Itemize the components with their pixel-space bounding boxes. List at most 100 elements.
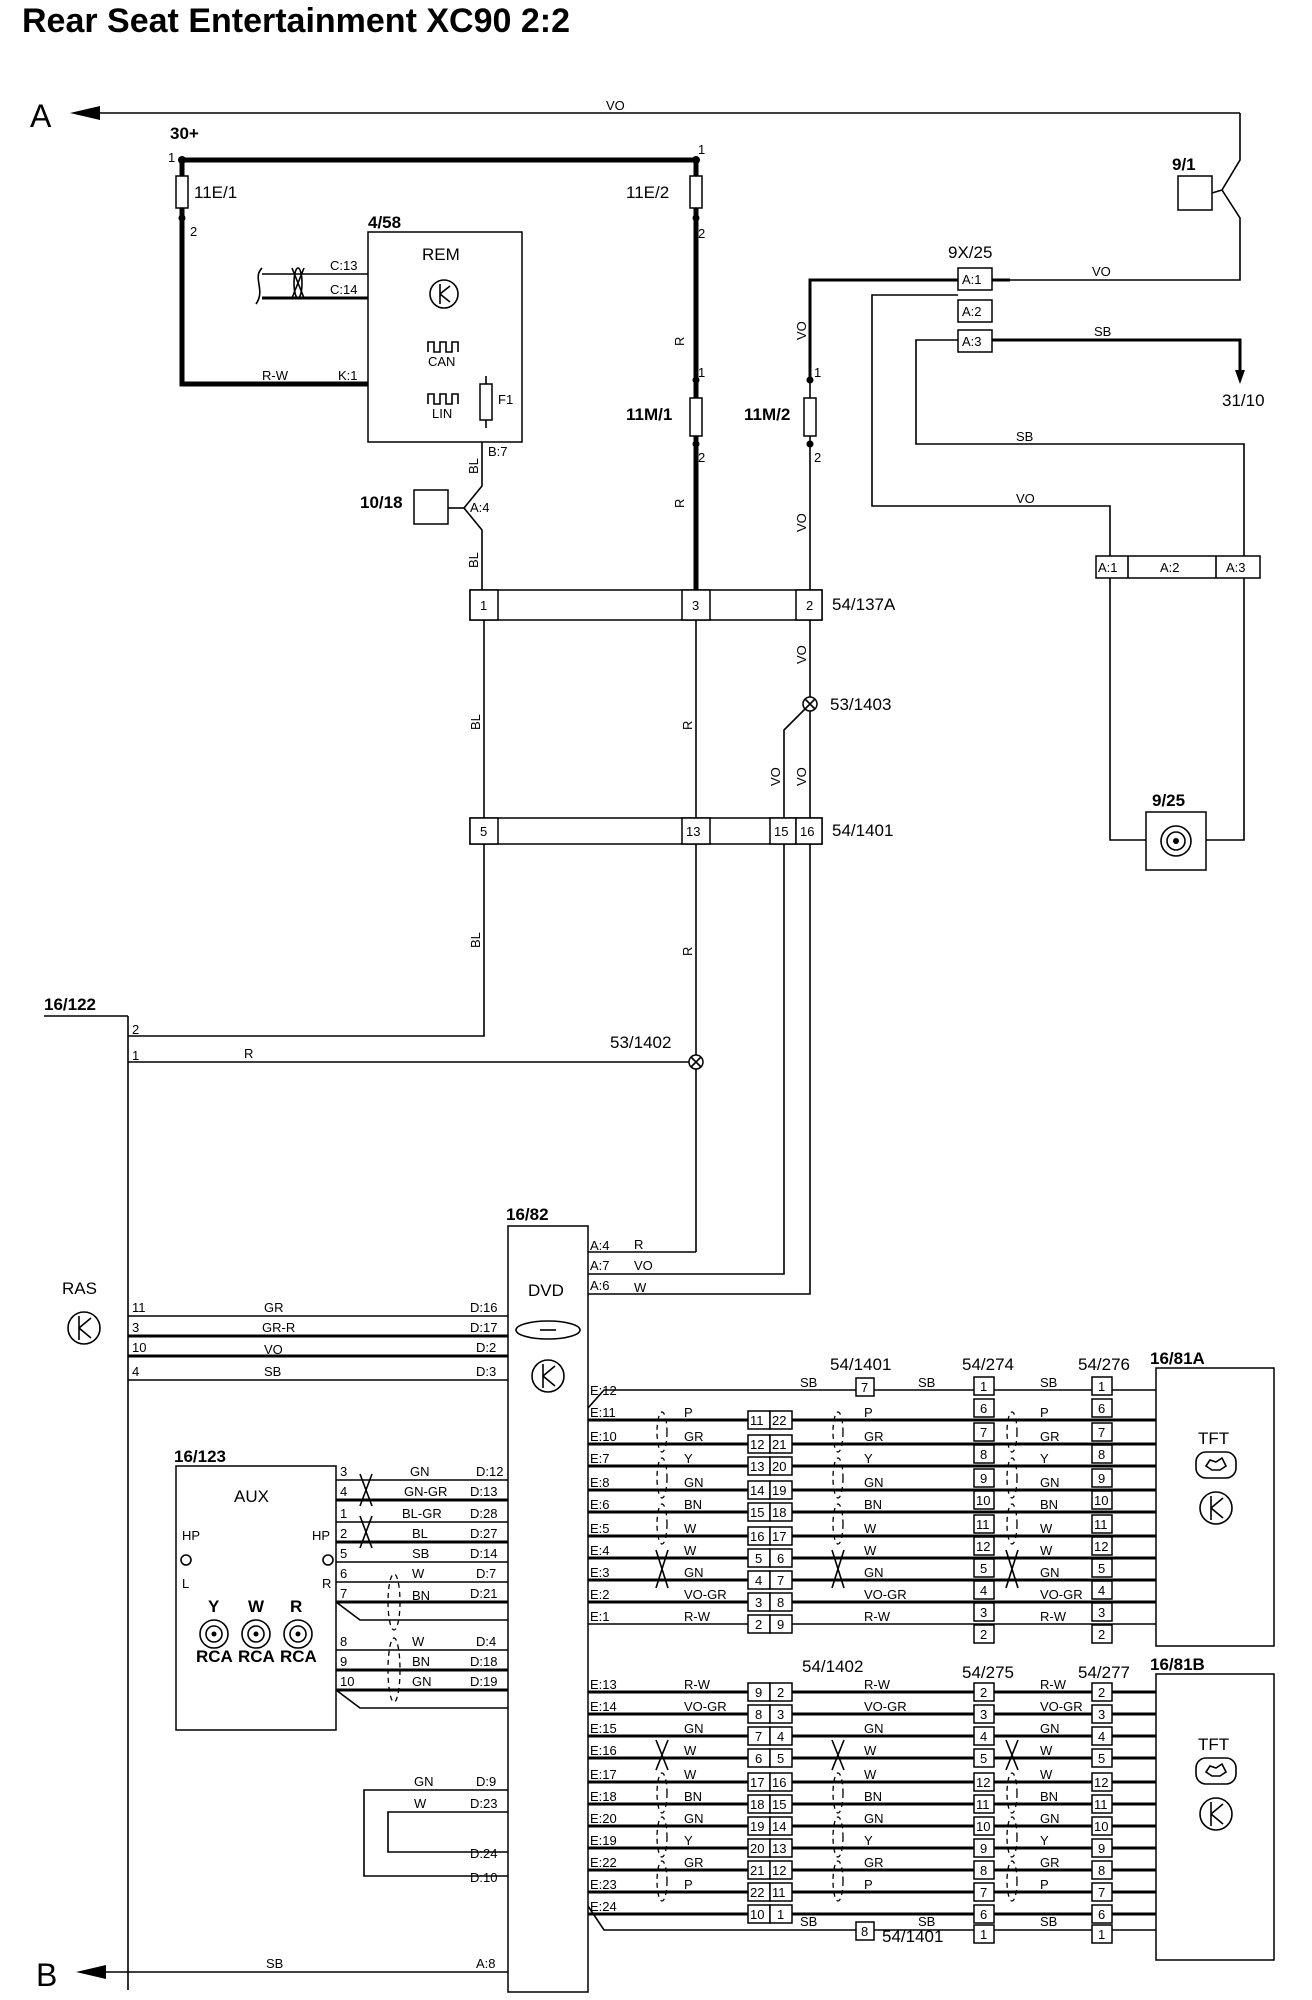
splice-53-1402: 53/1402: [610, 1033, 704, 1070]
pin-label: 1: [814, 365, 821, 380]
pin-label: 1: [480, 598, 487, 613]
pin-label: 6: [777, 1551, 784, 1566]
pin-label: A:1: [962, 272, 982, 287]
wire-label: W: [864, 1743, 877, 1758]
pin-label: 5: [980, 1751, 987, 1766]
lin-signal-icon: [427, 393, 459, 405]
can-label: CAN: [428, 354, 455, 369]
pin-label: 19: [772, 1483, 786, 1498]
pin-label: E:15: [590, 1721, 617, 1736]
wire-label: GN: [684, 1811, 704, 1826]
wire-label: BN: [1040, 1789, 1058, 1804]
rca-w-label: W: [248, 1597, 265, 1616]
pin-label: 7: [861, 1380, 868, 1395]
rca-jack-icon: [199, 1619, 229, 1649]
pin-label: E:24: [590, 1899, 617, 1914]
connector-54-1401-bottom-label: 54/1401: [882, 1927, 943, 1946]
pin-label: 2: [980, 1627, 987, 1642]
wire-label: GN: [410, 1464, 430, 1479]
wire-label: SB: [1016, 429, 1033, 444]
pin-label: 4: [980, 1583, 987, 1598]
antenna-9-25-label: 9/25: [1152, 791, 1185, 810]
pin-label: A:4: [590, 1238, 610, 1253]
wire-label: VO-GR: [1040, 1587, 1083, 1602]
wire-label: GR: [264, 1300, 284, 1315]
pin-label: D:13: [470, 1484, 497, 1499]
pin-label: 3: [980, 1707, 987, 1722]
screen-icon: [1195, 1451, 1237, 1479]
pin-label: 7: [1098, 1885, 1105, 1900]
pin-label: 1: [1098, 1927, 1105, 1942]
pin-label: 5: [1098, 1561, 1105, 1576]
lin-label: LIN: [432, 406, 452, 421]
wire-label: VO-GR: [684, 1587, 727, 1602]
pin-label: 2: [698, 450, 705, 465]
pin-label: 18: [750, 1797, 764, 1812]
pin-label: 15: [774, 824, 788, 839]
pin-label: D:24: [470, 1846, 497, 1861]
pin-label: 4: [132, 1364, 139, 1379]
wire-label: BN: [1040, 1497, 1058, 1512]
screen-icon: [1195, 1757, 1237, 1785]
wire-label: W: [864, 1543, 877, 1558]
wire-label: P: [684, 1877, 693, 1892]
pin-label: 6: [1098, 1401, 1105, 1416]
hp-left-label: HP: [182, 1528, 200, 1543]
pin-label: 21: [750, 1863, 764, 1878]
wire-label: W: [1040, 1543, 1053, 1558]
connector-54-277-label: 54/277: [1078, 1663, 1130, 1682]
disc-icon: [515, 1320, 581, 1340]
pin-label: 4: [1098, 1583, 1105, 1598]
pin-label: 2: [132, 1022, 139, 1037]
pin-label: 16: [800, 824, 814, 839]
pin-label: 5: [1098, 1751, 1105, 1766]
tft-display-a: 16/81A TFT: [1150, 1349, 1275, 1647]
pin-label: 5: [777, 1751, 784, 1766]
pin-label: 1: [980, 1927, 987, 1942]
pin-label: 1: [1098, 1379, 1105, 1394]
connector-54-275-label: 54/275: [962, 1663, 1014, 1682]
pin-label: 12: [1094, 1775, 1108, 1790]
pin-label: D:3: [476, 1364, 496, 1379]
ras-id-label: 16/122: [44, 995, 96, 1014]
wire-label: GN-GR: [404, 1484, 447, 1499]
pin-label: 9: [1098, 1471, 1105, 1486]
pin-label: E:16: [590, 1743, 617, 1758]
wire-label: R: [672, 337, 687, 346]
wire-label: VO: [264, 1342, 283, 1357]
pin-label: 13: [772, 1841, 786, 1856]
pin-label: A:2: [1160, 560, 1180, 575]
pin-label: 8: [755, 1707, 762, 1722]
transistor-icon: [1210, 1496, 1224, 1520]
aux-label: AUX: [234, 1487, 269, 1506]
wire-label: GN: [864, 1721, 884, 1736]
wire-label: Y: [1040, 1833, 1049, 1848]
pin-label: 11: [772, 1885, 786, 1900]
wire-label: GN: [684, 1475, 704, 1490]
pin-label: 7: [755, 1729, 762, 1744]
transistor-icon: [542, 1364, 556, 1388]
wire-label: GR: [1040, 1855, 1060, 1870]
wire-label: VO: [606, 98, 625, 113]
pin-label: E:14: [590, 1699, 617, 1714]
wire-label: BL: [466, 552, 481, 568]
pin-label: 10: [1094, 1493, 1108, 1508]
pin-label: E:18: [590, 1789, 617, 1804]
pin-label: 7: [1098, 1425, 1105, 1440]
pin-label: 7: [980, 1885, 987, 1900]
rca-label: RCA: [196, 1647, 233, 1666]
connector-54-1402-label: 54/1402: [802, 1657, 863, 1676]
pin-label: 2: [980, 1685, 987, 1700]
pin-label: D:16: [470, 1300, 497, 1315]
wire-label: GR: [864, 1855, 884, 1870]
f1-label: F1: [498, 392, 513, 407]
tft-b-id-label: 16/81B: [1150, 1655, 1205, 1674]
rem-id-label: 4/58: [368, 213, 401, 232]
wire-label: R-W: [864, 1609, 891, 1624]
can-signal-icon: [427, 341, 459, 353]
connector-54-1401-pin7: 7: [855, 1377, 875, 1397]
pin-label: 5: [755, 1551, 762, 1566]
dvd-id-label: 16/82: [506, 1205, 549, 1224]
wire-label: R-W: [262, 368, 289, 383]
pin-label: D:10: [470, 1870, 497, 1885]
